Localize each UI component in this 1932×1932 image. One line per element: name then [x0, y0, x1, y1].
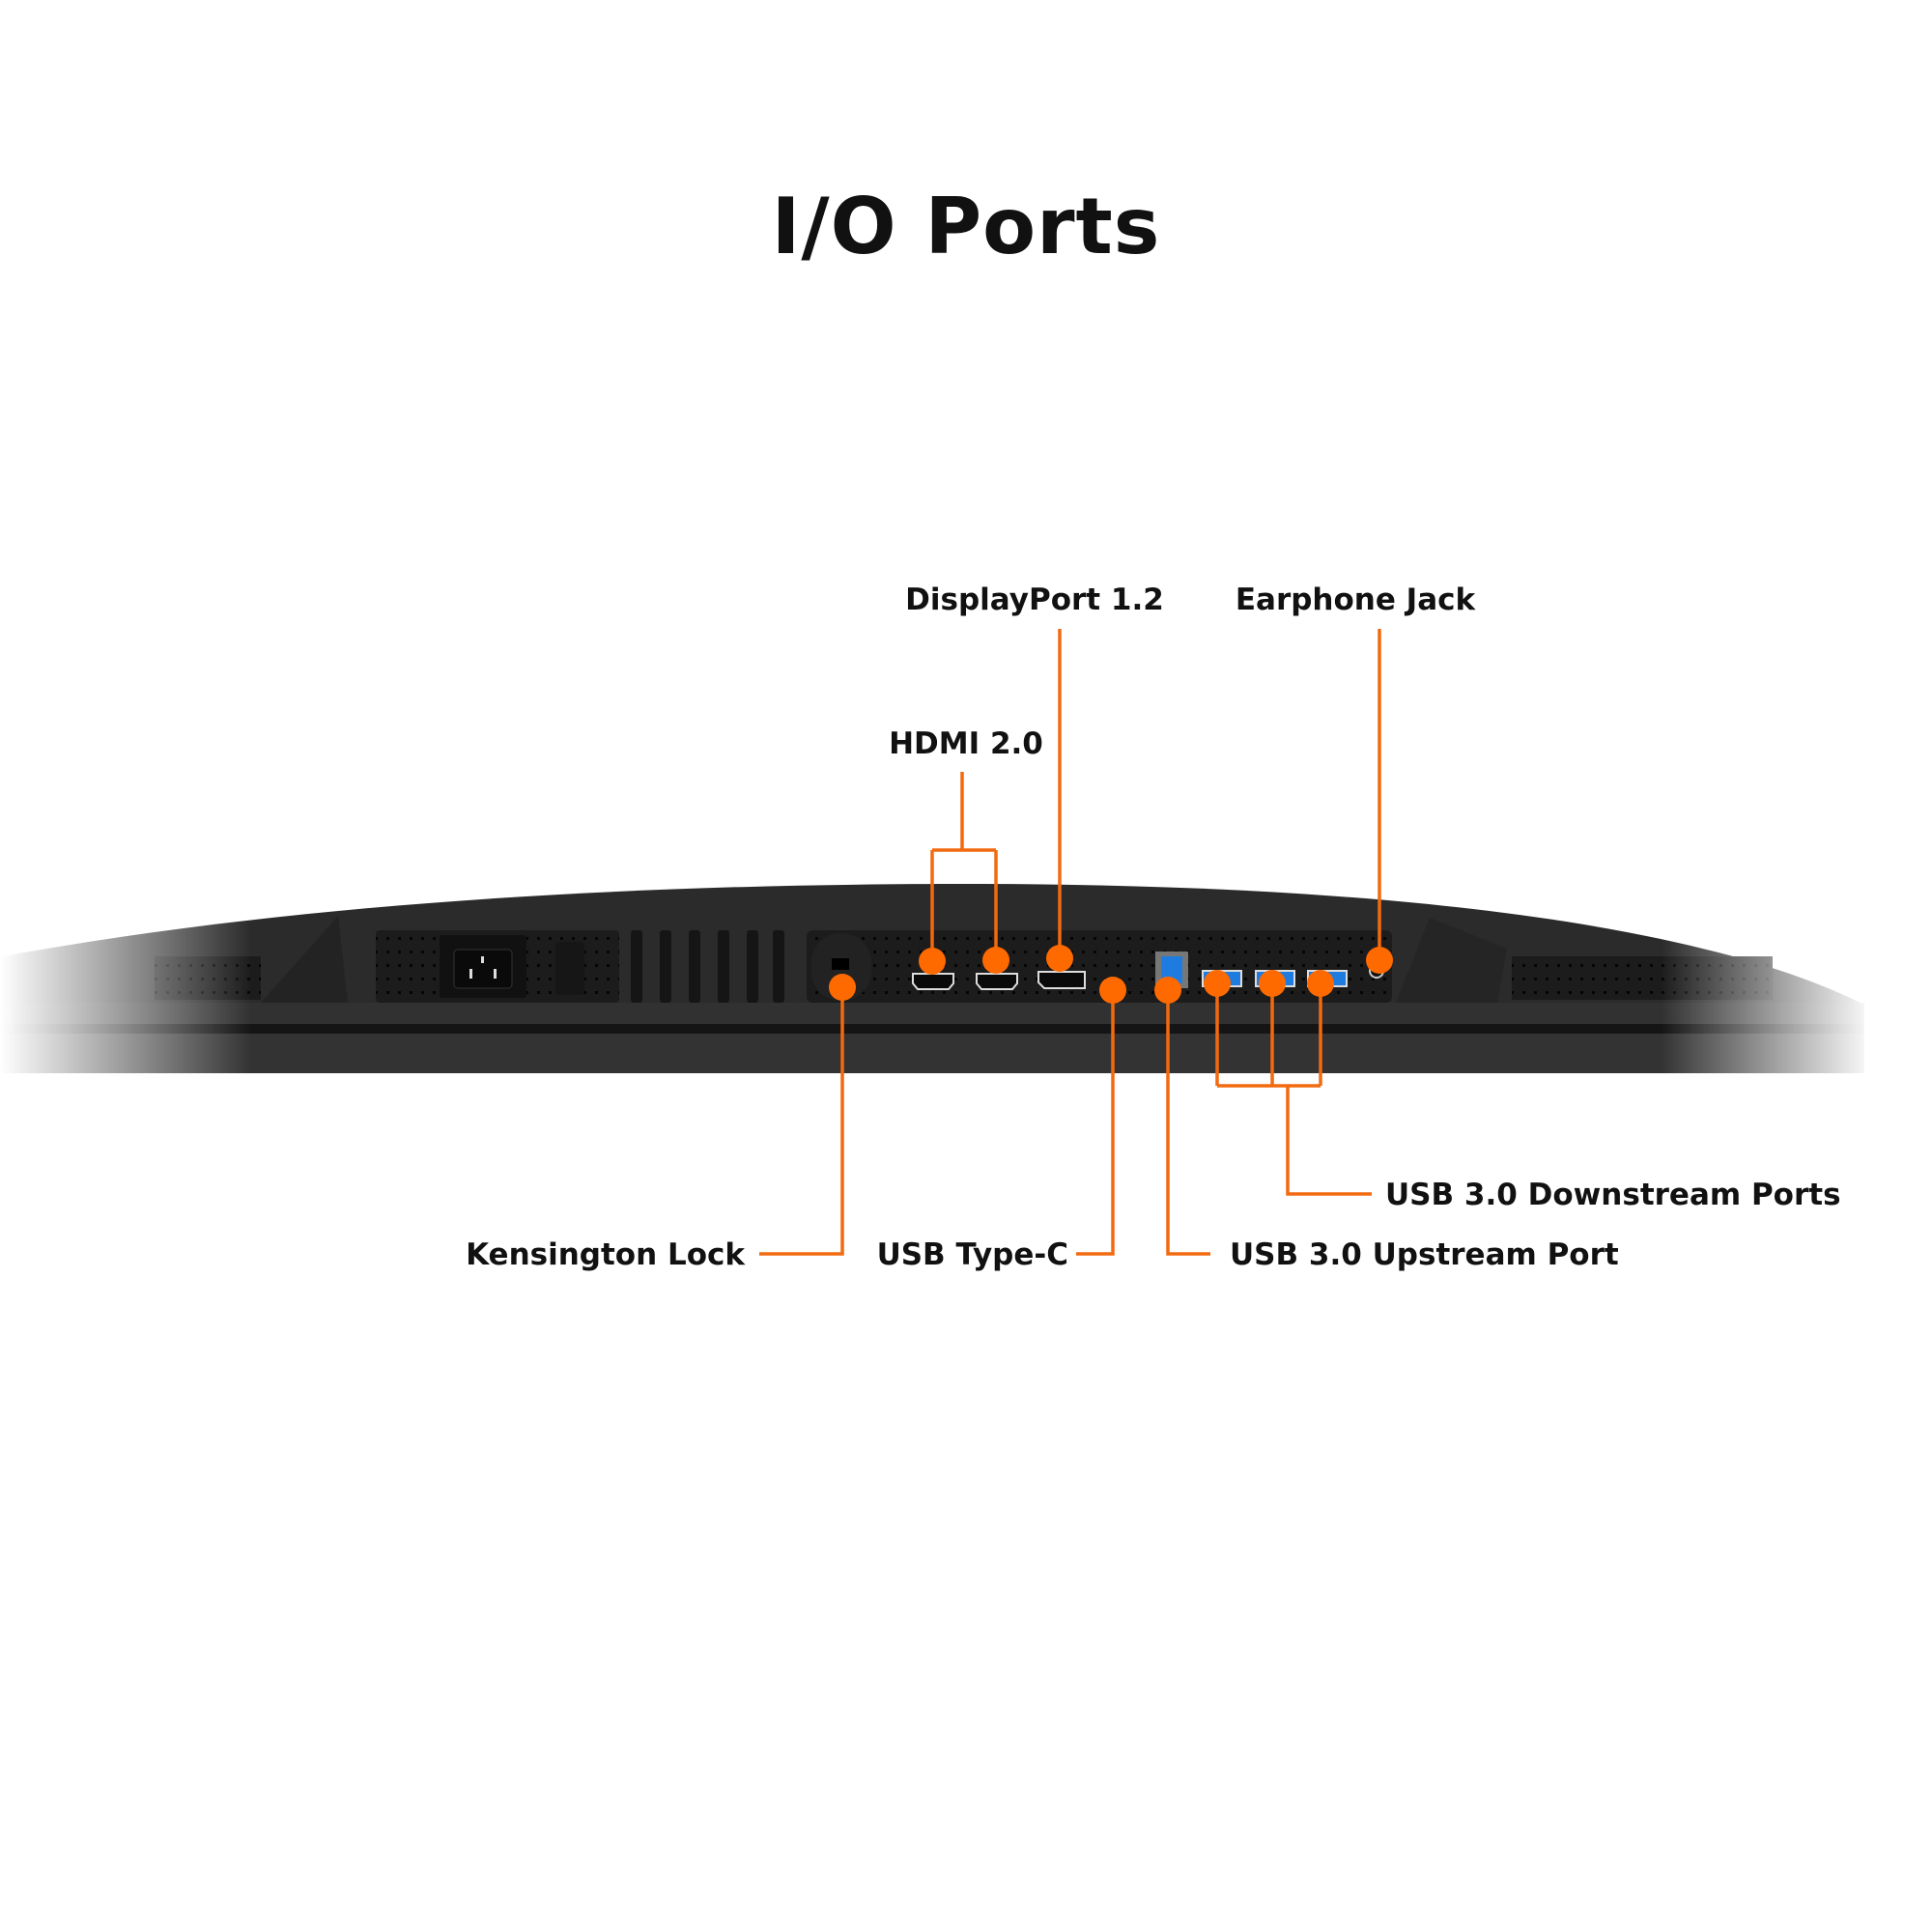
label-earphone-jack: Earphone Jack [1236, 582, 1477, 617]
vents [631, 930, 784, 1003]
hdmi-1-marker [919, 948, 946, 975]
port-panel [376, 930, 1392, 1003]
label-displayport: DisplayPort 1.2 [905, 582, 1164, 617]
usb-downstream-2-marker [1259, 970, 1286, 997]
label-usb-downstream: USB 3.0 Downstream Ports [1385, 1178, 1841, 1212]
callout-dots [829, 945, 1393, 1004]
earphone-marker [1366, 947, 1393, 974]
hdmi-2-marker [982, 947, 1009, 974]
page-title: I/O Ports [771, 182, 1161, 271]
usb-upstream-marker [1154, 977, 1181, 1004]
usb-c-marker [1099, 977, 1126, 1004]
label-usb-upstream: USB 3.0 Upstream Port [1230, 1237, 1619, 1272]
callout-lines [759, 629, 1381, 1256]
power-switch [555, 942, 584, 995]
usb-downstream-3-marker [1307, 970, 1334, 997]
label-hdmi: HDMI 2.0 [889, 726, 1043, 761]
kensington-marker [829, 974, 856, 1001]
displayport-marker [1046, 945, 1073, 972]
video-ports [912, 971, 1086, 990]
label-kensington-lock: Kensington Lock [466, 1237, 746, 1272]
usb-downstream-1-marker [1204, 970, 1231, 997]
label-usb-type-c: USB Type-C [877, 1237, 1068, 1272]
kensington-slot [832, 958, 849, 970]
